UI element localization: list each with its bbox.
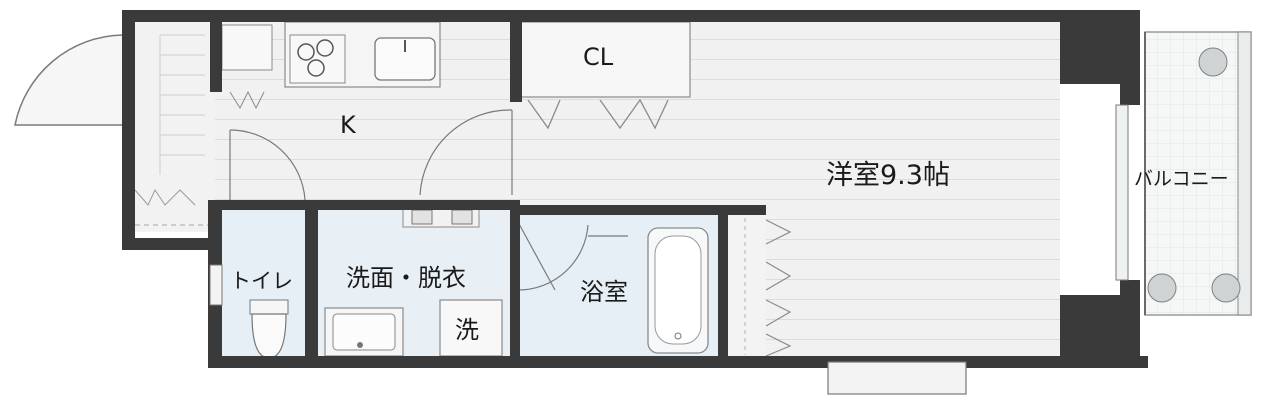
bottom-window: [827, 361, 967, 395]
washing-machine-label: 洗: [455, 316, 479, 344]
plant-icon: [1147, 47, 1241, 303]
sink: [374, 37, 436, 81]
washing-machine-space: [439, 299, 503, 357]
bathtub: [647, 227, 709, 354]
entrance-floor: [135, 22, 215, 232]
balcony-rail: [1237, 31, 1252, 316]
toilet-label: トイレ: [230, 269, 293, 293]
balcony-window: [1115, 104, 1129, 281]
walls: [122, 10, 1148, 368]
toilet-window: [209, 264, 223, 306]
stove: [289, 34, 346, 84]
kitchen-label: K: [340, 111, 356, 139]
fridge-space: [221, 24, 273, 110]
bathroom-label: 浴室: [580, 278, 628, 306]
closet-label: CL: [583, 43, 614, 71]
wash-basin: [324, 307, 404, 357]
washroom-label: 洗面・脱衣: [346, 264, 466, 292]
entrance-stairs: [134, 34, 210, 226]
washroom-cabinets: [402, 204, 480, 228]
door-swings: [229, 109, 628, 291]
western-room-label: 洋室9.3帖: [826, 160, 950, 191]
balcony-floor: [1144, 31, 1252, 316]
storage-hangers: [765, 219, 792, 357]
balcony: [1144, 31, 1252, 316]
entrance-door-swing: [14, 34, 123, 126]
balcony-label: バルコニー: [1134, 168, 1229, 190]
kitchen-counter: [284, 21, 441, 88]
storage-floor: [726, 215, 766, 358]
